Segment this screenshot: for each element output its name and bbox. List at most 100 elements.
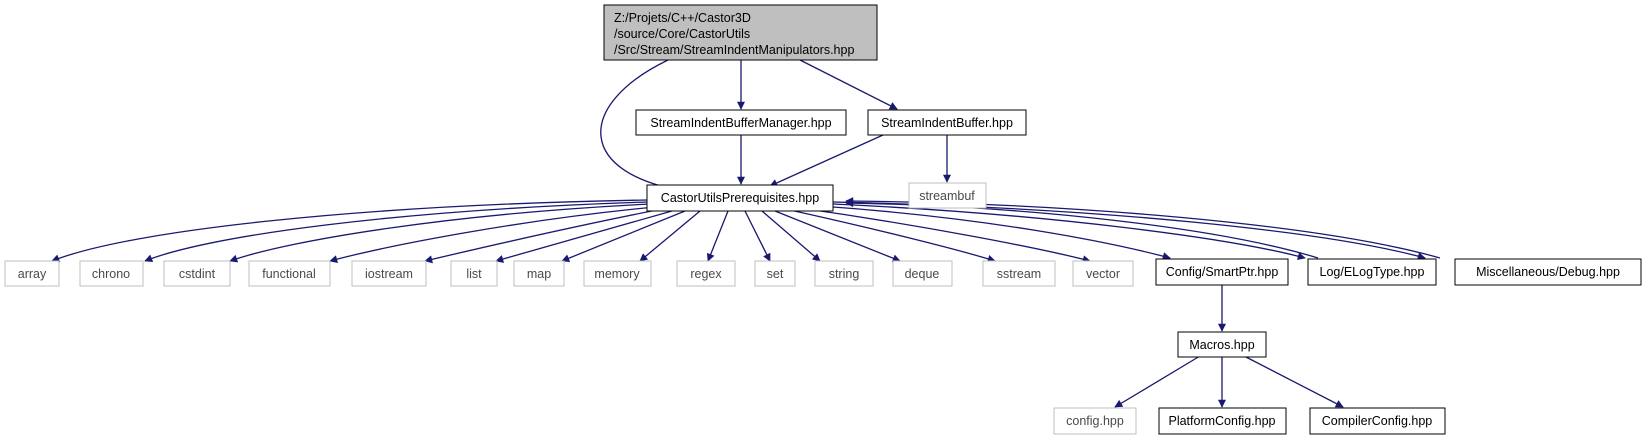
node-string-box [814,260,874,287]
node-cup[interactable]: CastorUtilsPrerequisites.hpp [646,184,834,212]
node-deque[interactable]: deque [892,260,953,287]
node-string-label: string [829,267,860,281]
node-elogtype-label: Log/ELogType.hpp [1320,265,1425,279]
node-chrono-box [79,260,144,287]
edge-cup-to-array [51,199,648,263]
node-memory-label: memory [594,267,640,281]
node-cstdint-box [163,260,231,287]
node-streambuf[interactable]: streambuf [908,182,987,209]
edge-cup-to-elogtype [832,203,1306,261]
node-sib-label: StreamIndentBuffer.hpp [881,116,1013,130]
node-list-box [450,260,498,287]
node-smartptr[interactable]: Config/SmartPtr.hpp [1155,258,1289,286]
edge-cup-to-memory [639,210,701,262]
node-sstream-label: sstream [997,267,1041,281]
node-regex-label: regex [690,267,722,281]
node-sibm[interactable]: StreamIndentBufferManager.hpp [635,109,847,136]
node-macros-label: Macros.hpp [1189,338,1254,352]
node-iostream-label: iostream [365,267,413,281]
node-array-label: array [18,267,47,281]
node-debug-box [1454,258,1642,286]
node-sib-box [867,109,1027,136]
node-debug-label: Miscellaneous/Debug.hpp [1476,265,1620,279]
node-list[interactable]: list [450,260,498,287]
edge-cup-to-string [761,210,821,262]
edge-cup-to-cstdint [229,203,651,263]
edge-cup-to-functional [329,206,656,264]
node-platform-box [1158,407,1287,435]
node-chrono[interactable]: chrono [79,260,144,287]
node-sibm-box [635,109,847,136]
edge-macros-to-config [1114,355,1201,408]
node-vector-box [1072,260,1134,287]
node-debug[interactable]: Miscellaneous/Debug.hpp [1454,258,1642,286]
node-deque-box [892,260,953,287]
edge-root-to-sib [799,59,898,110]
node-cstdint-label: cstdint [179,267,216,281]
node-map[interactable]: map [513,260,565,287]
edge-cup-to-smartptr [819,205,1171,261]
node-sstream-box [982,260,1056,287]
edge-cup-to-iostream [424,208,663,264]
node-deque-label: deque [905,267,940,281]
node-iostream-box [351,260,427,287]
node-root-line-2: /source/Core/CastorUtils [614,27,750,41]
edge-elogtype-to-cup [845,199,1319,259]
node-compiler[interactable]: CompilerConfig.hpp [1309,407,1446,435]
node-cstdint[interactable]: cstdint [163,260,231,287]
node-config[interactable]: config.hpp [1053,407,1137,435]
node-cup-box [646,184,834,212]
edge-macros-to-compiler [1243,355,1344,408]
node-platform[interactable]: PlatformConfig.hpp [1158,407,1287,435]
node-set-label: set [767,267,784,281]
node-cup-label: CastorUtilsPrerequisites.hpp [661,191,819,205]
node-root-line-1: Z:/Projets/C++/Castor3D [614,11,751,25]
node-smartptr-box [1155,258,1289,286]
node-map-box [513,260,565,287]
node-set[interactable]: set [754,260,796,287]
node-functional[interactable]: functional [248,260,331,287]
node-compiler-box [1309,407,1446,435]
node-config-box [1053,407,1137,435]
node-elogtype-box [1307,258,1437,286]
node-streambuf-box [908,182,987,209]
node-regex[interactable]: regex [676,260,736,287]
edge-sib-to-cup [769,134,884,187]
edge-cup-to-deque [774,210,901,263]
node-sstream[interactable]: sstream [982,260,1056,287]
node-root-box [603,4,878,61]
edge-cup-to-set [744,210,771,262]
node-list-label: list [466,267,482,281]
node-vector-label: vector [1086,267,1120,281]
node-functional-label: functional [262,267,316,281]
edge-cup-to-map [561,210,686,262]
node-sib[interactable]: StreamIndentBuffer.hpp [867,109,1027,136]
node-config-label: config.hpp [1066,414,1124,428]
node-array-box [4,260,60,287]
node-regex-box [676,260,736,287]
edge-cup-to-chrono [144,201,648,263]
node-functional-box [248,260,331,287]
edge-cup-to-vector [799,207,1091,264]
node-vector[interactable]: vector [1072,260,1134,287]
node-memory[interactable]: memory [583,260,652,287]
node-macros-box [1177,331,1267,358]
node-iostream[interactable]: iostream [351,260,427,287]
node-root[interactable]: Z:/Projets/C++/Castor3D /source/Core/Cas… [603,4,878,61]
node-root-line-3: /Src/Stream/StreamIndentManipulators.hpp [614,43,854,57]
node-compiler-label: CompilerConfig.hpp [1322,414,1433,428]
edge-cup-to-list [495,210,673,263]
edge-cup-to-sstream [789,209,996,263]
node-elogtype[interactable]: Log/ELogType.hpp [1307,258,1437,286]
node-smartptr-label: Config/SmartPtr.hpp [1166,265,1279,279]
node-set-box [754,260,796,287]
node-macros[interactable]: Macros.hpp [1177,331,1267,358]
edge-cup-to-regex [706,210,729,262]
node-string[interactable]: string [814,260,874,287]
node-map-label: map [527,267,551,281]
node-memory-box [583,260,652,287]
nodes: Z:/Projets/C++/Castor3D /source/Core/Cas… [4,4,1642,435]
node-array[interactable]: array [4,260,60,287]
edge-root-to-cup [600,59,691,195]
